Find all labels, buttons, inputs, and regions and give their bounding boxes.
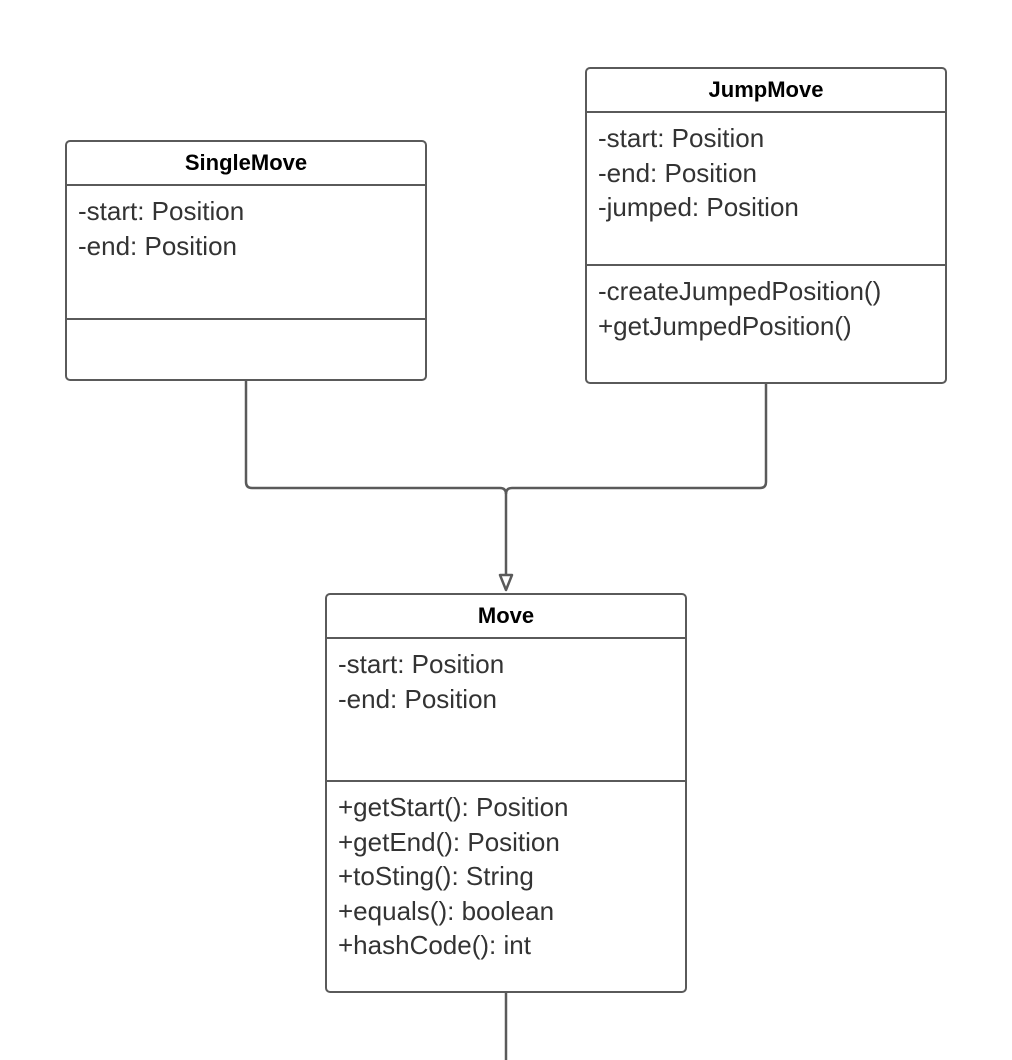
attribute-line: -jumped: Position <box>598 192 799 222</box>
operations-section: +getStart(): Position +getEnd(): Positio… <box>327 782 685 991</box>
attributes-section: -start: Position -end: Position <box>327 639 685 782</box>
class-name: JumpMove <box>587 69 945 113</box>
attributes-section: -start: Position -end: Position <box>67 186 425 320</box>
singlemove-to-move-connector <box>244 381 508 495</box>
operation-line: +getJumpedPosition() <box>598 310 852 341</box>
operation-line: -createJumpedPosition() <box>598 276 882 306</box>
operations-section <box>67 320 425 379</box>
class-box-move[interactable]: Move -start: Position -end: Position +ge… <box>325 593 687 993</box>
attribute-line: -end: Position <box>78 230 237 261</box>
class-box-singlemove[interactable]: SingleMove -start: Position -end: Positi… <box>65 140 427 381</box>
attribute-line: -end: Position <box>598 157 757 188</box>
operation-line: +getEnd(): Position <box>338 826 560 857</box>
operation-line: +getStart(): Position <box>338 792 569 822</box>
generalization-arrowhead-icon <box>498 573 514 592</box>
attribute-line: -start: Position <box>338 649 505 679</box>
operation-line: +hashCode(): int <box>338 930 531 960</box>
class-box-jumpmove[interactable]: JumpMove -start: Position -end: Position… <box>585 67 947 384</box>
operation-line: +equals(): boolean <box>338 895 555 926</box>
jumpmove-to-move-connector <box>504 384 768 575</box>
attributes-section: -start: Position -end: Position -jumped:… <box>587 113 945 266</box>
operation-line: +toSting(): String <box>338 861 534 891</box>
attribute-line: -start: Position <box>598 123 765 153</box>
attribute-line: -start: Position <box>78 196 245 226</box>
attribute-line: -end: Position <box>338 683 497 714</box>
operations-section: -createJumpedPosition() +getJumpedPositi… <box>587 266 945 382</box>
class-name: Move <box>327 595 685 639</box>
class-name: SingleMove <box>67 142 425 186</box>
